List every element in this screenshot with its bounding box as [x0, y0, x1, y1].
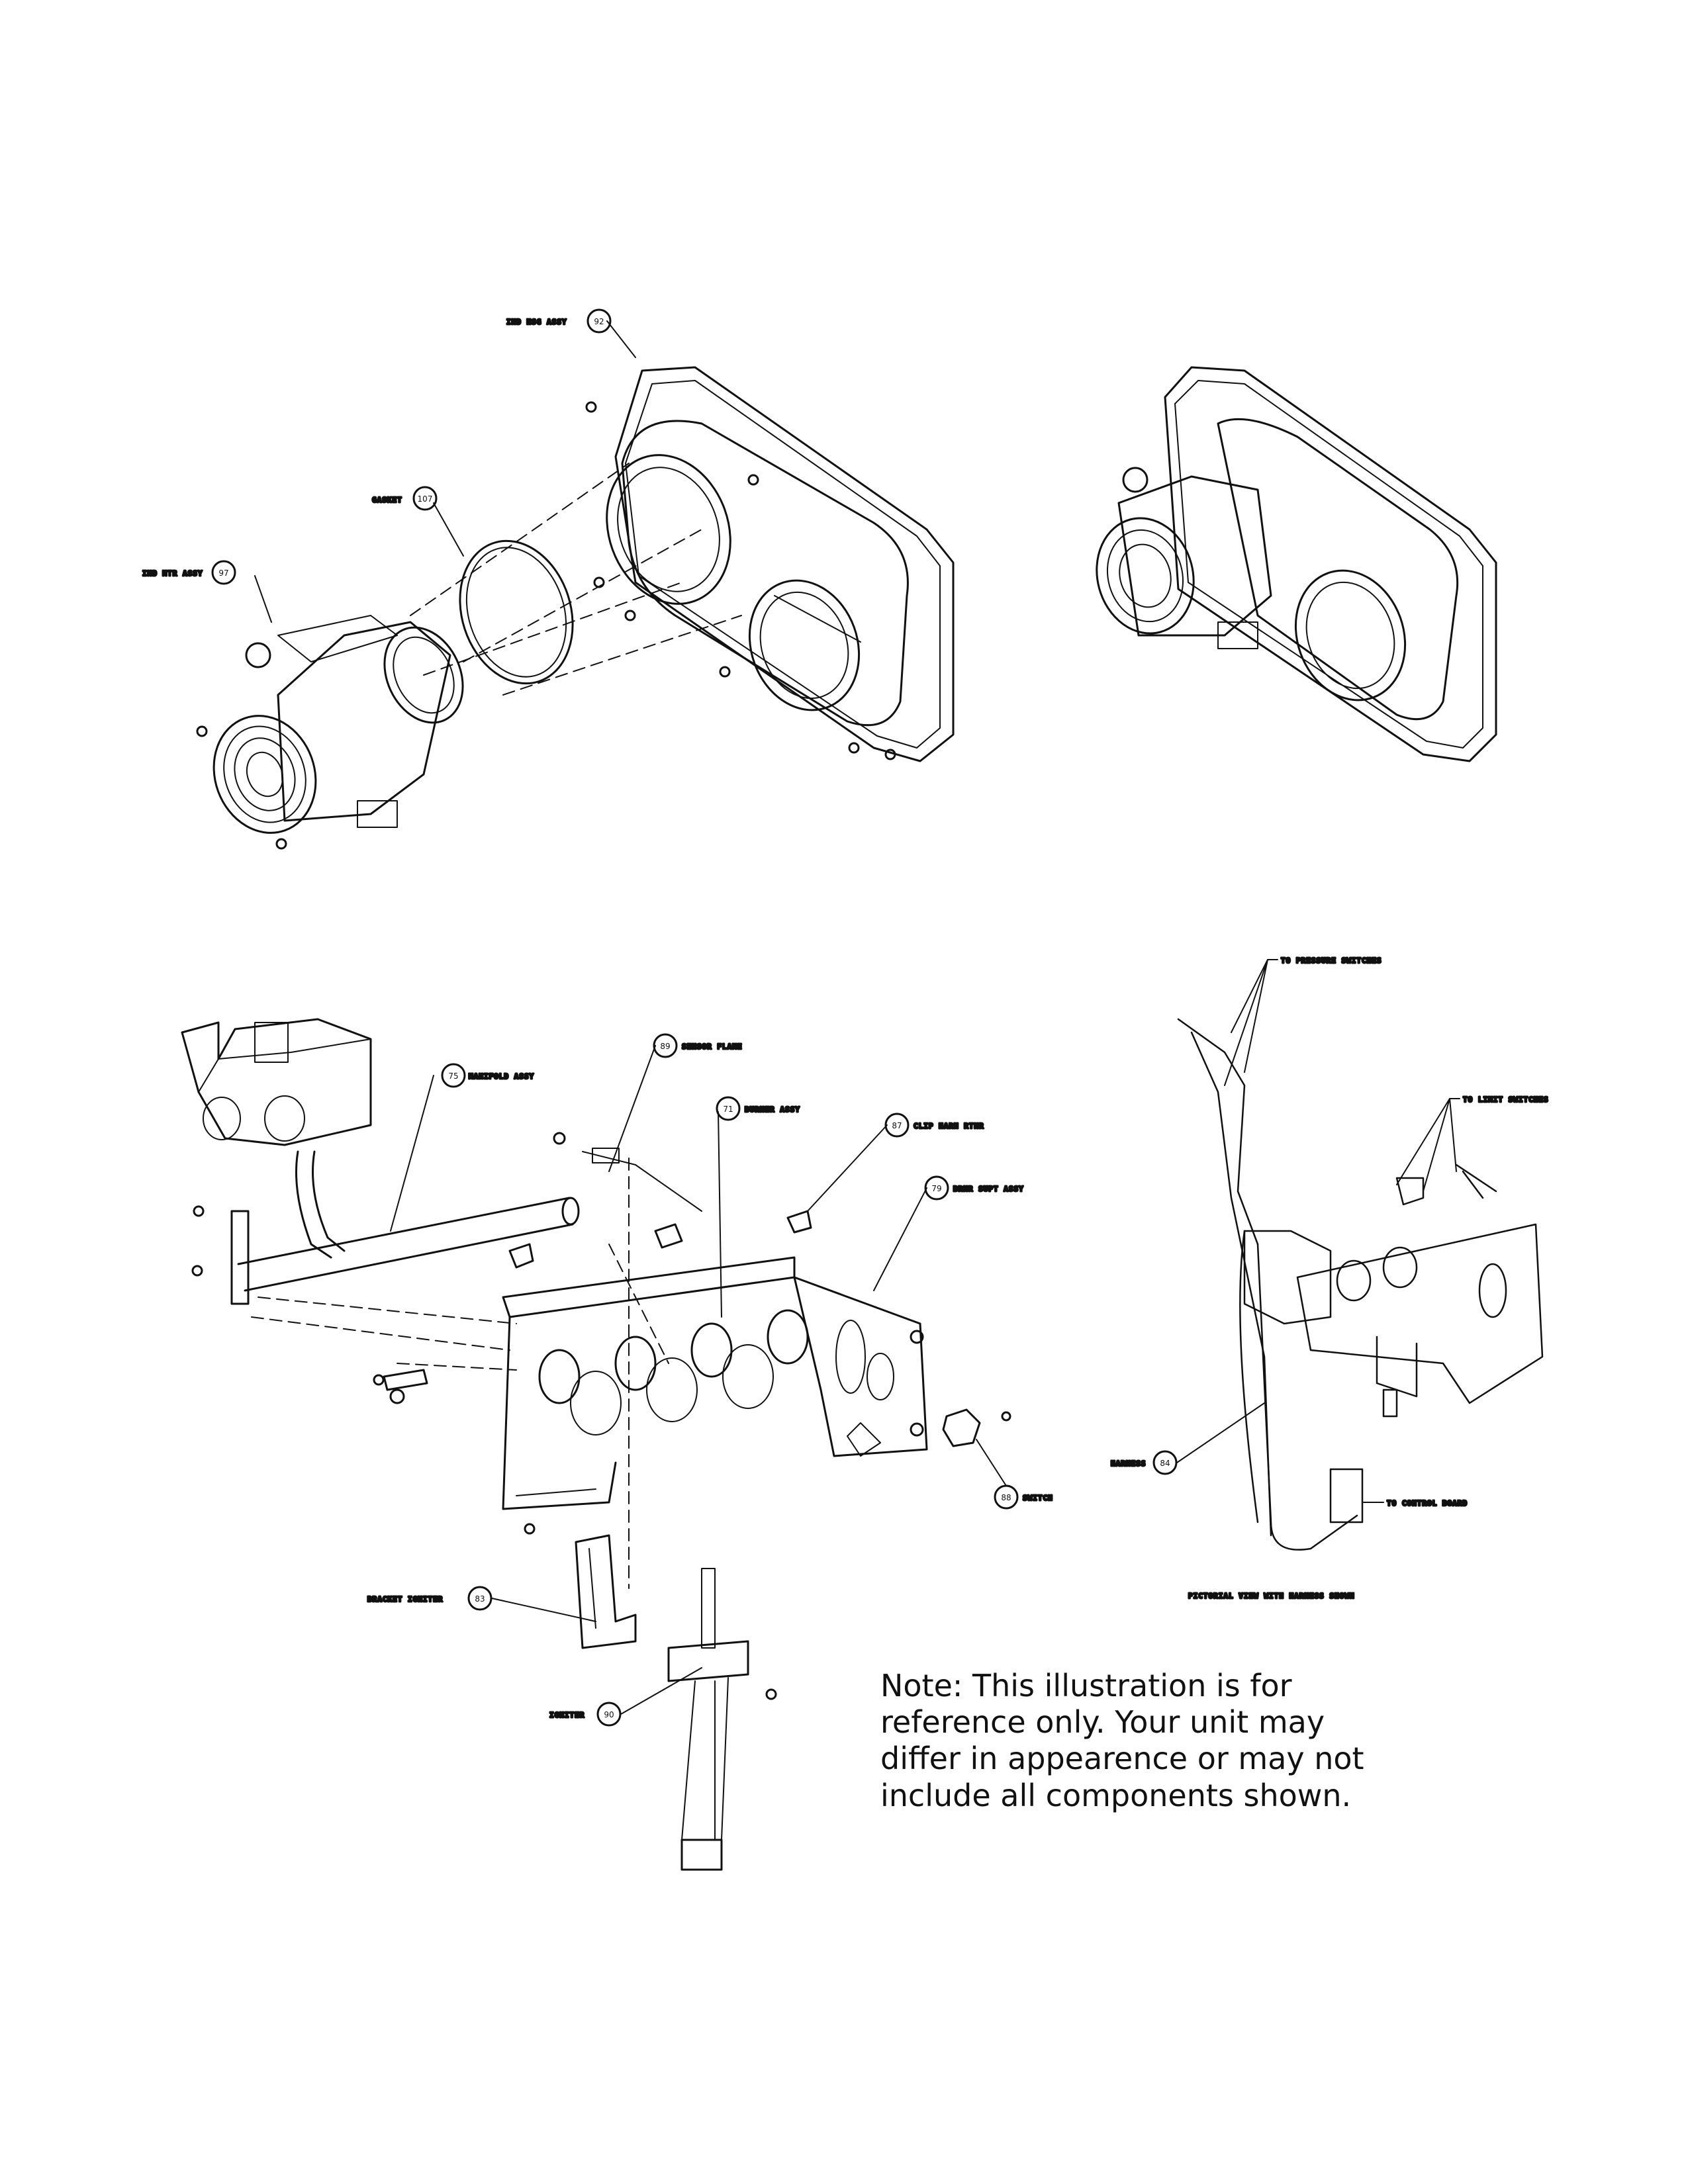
gasket-ring	[459, 539, 574, 685]
harness-view-caption: PICTORIAL VIEW WITH HARNESS SHOWN	[1188, 1591, 1356, 1602]
limit-switch	[942, 1408, 1011, 1447]
note-line-2: reference only. Your unit may	[880, 1704, 1325, 1741]
assembled-inducer-view	[1096, 366, 1497, 762]
callout-clip-harn-rtnr: 87 CLIP HARN RTNR	[884, 1113, 984, 1138]
svg-text:TO CONTROL BOARD: TO CONTROL BOARD	[1387, 1499, 1468, 1508]
burner-support-assembly	[502, 1256, 928, 1510]
igniter	[667, 1568, 777, 1871]
svg-text:PICTORIAL VIEW WITH HARNESS SH: PICTORIAL VIEW WITH HARNESS SHOWN	[1188, 1592, 1355, 1600]
callout-burner-assy: 71 BURNER ASSY	[716, 1096, 800, 1121]
gas-valve	[181, 1018, 372, 1259]
svg-text:107: 107	[418, 494, 433, 504]
svg-text:90: 90	[604, 1710, 614, 1719]
callout-igniter: IGNITER 90	[549, 1702, 622, 1727]
callout-manifold-assy: 75 MANIFOLD ASSY	[441, 1063, 535, 1088]
svg-text:75: 75	[448, 1071, 458, 1081]
assembly-guide-lines-burner	[251, 1158, 669, 1589]
svg-text:TO LIMIT SWITCHES: TO LIMIT SWITCHES	[1463, 1095, 1549, 1104]
svg-text:84: 84	[1160, 1459, 1170, 1468]
callout-ind-hsg-assy: IND HSG ASSY 92	[506, 308, 612, 334]
callout-sensor-flame: 89 SENSOR FLAME	[653, 1033, 743, 1058]
callout-ind-mtr-assy: IND MTR ASSY 97	[142, 560, 236, 585]
inducer-housing-assembly	[585, 366, 955, 762]
inducer-motor-assembly	[196, 615, 464, 850]
svg-text:SENSOR FLAME: SENSOR FLAME	[682, 1042, 742, 1051]
svg-text:IND HSG ASSY: IND HSG ASSY	[506, 318, 567, 326]
svg-text:HARNESS: HARNESS	[1111, 1459, 1146, 1468]
svg-text:88: 88	[1001, 1493, 1011, 1502]
svg-text:89: 89	[660, 1042, 670, 1051]
svg-text:TO PRESSURE SWITCHES: TO PRESSURE SWITCHES	[1281, 956, 1382, 965]
note-line-3: differ in appearence or may not	[880, 1741, 1364, 1777]
svg-text:BURNER ASSY: BURNER ASSY	[745, 1105, 800, 1114]
harness-label-pressure-switches: TO PRESSURE SWITCHES	[1267, 956, 1382, 966]
svg-text:BRACKET IGNITER: BRACKET IGNITER	[367, 1595, 443, 1604]
svg-text:SWITCH: SWITCH	[1023, 1494, 1053, 1502]
svg-text:CLIP HARN RTNR: CLIP HARN RTNR	[914, 1122, 984, 1130]
callout-switch: 88 SWITCH	[994, 1484, 1053, 1510]
callout-brnr-supt-assy: 79 BRNR SUPT ASSY	[924, 1175, 1024, 1201]
harness-label-control-board: TO CONTROL BOARD	[1386, 1498, 1468, 1509]
svg-text:BRNR SUPT ASSY: BRNR SUPT ASSY	[953, 1185, 1024, 1193]
callout-harness: HARNESS 84	[1110, 1450, 1178, 1475]
flame-sensor	[553, 1132, 702, 1212]
svg-text:92: 92	[594, 317, 604, 326]
svg-text:87: 87	[892, 1121, 902, 1130]
side-sensor-bracket	[373, 1369, 428, 1404]
harness-view	[1177, 1018, 1544, 1551]
callout-gasket: GASKET 107	[371, 486, 438, 511]
callout-bracket-igniter: BRACKET IGNITER 83	[367, 1586, 492, 1611]
svg-text:GASKET: GASKET	[372, 496, 402, 504]
svg-text:97: 97	[218, 569, 228, 578]
reference-note: Note: This illustration is for reference…	[880, 1668, 1383, 1814]
svg-text:79: 79	[931, 1184, 941, 1193]
burners	[538, 1309, 809, 1435]
note-line-4: include all components shown.	[880, 1777, 1352, 1813]
harness-clips	[508, 1210, 812, 1269]
svg-text:MANIFOLD ASSY: MANIFOLD ASSY	[469, 1072, 534, 1081]
manifold-pipe	[191, 1197, 580, 1305]
svg-text:IGNITER: IGNITER	[549, 1711, 585, 1719]
svg-text:71: 71	[723, 1105, 733, 1114]
callout-leader-lines	[254, 320, 1457, 1715]
harness-label-limit-switches: TO LIMIT SWITCHES	[1449, 1095, 1549, 1105]
igniter-bracket	[524, 1523, 637, 1649]
svg-text:IND MTR ASSY: IND MTR ASSY	[142, 569, 203, 578]
note-line-1: Note: This illustration is for	[880, 1668, 1292, 1704]
assembly-guide-lines	[410, 463, 742, 696]
svg-text:83: 83	[475, 1594, 485, 1604]
